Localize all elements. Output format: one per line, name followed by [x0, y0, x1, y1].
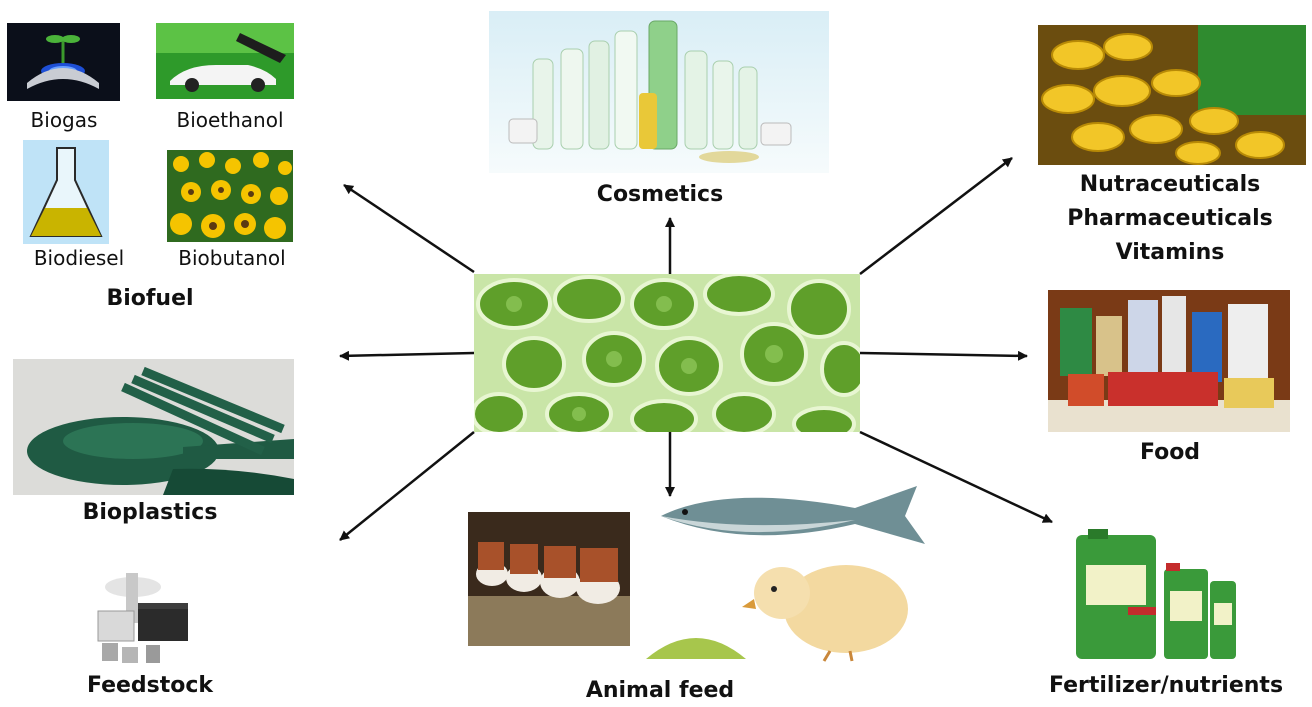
food-products-image: [1048, 290, 1290, 432]
algae-powder-image: [642, 625, 750, 663]
biofuel-title: Biofuel: [80, 286, 220, 312]
feedstock-image: [88, 565, 203, 668]
feedstock-label: Feedstock: [60, 673, 240, 699]
fertilizer-bottles-image: [1068, 525, 1240, 665]
pharmaceuticals-label: Pharmaceuticals: [1040, 206, 1300, 232]
biofuel-item-label: Biogas: [8, 108, 120, 132]
flask-icon: [23, 140, 109, 244]
chick-image: [740, 555, 912, 663]
sunflower-field-icon: [167, 150, 293, 242]
arrow-to-biofuel: [344, 185, 474, 272]
arrow-to-nutraceuticals: [860, 158, 1012, 274]
cosmetics-image: [489, 11, 829, 173]
nutraceuticals-label: Nutraceuticals: [1040, 172, 1300, 198]
food-label: Food: [1090, 440, 1250, 466]
biofuel-item-label: Biobutanol: [152, 246, 312, 270]
nutraceutical-capsules-image: [1038, 25, 1306, 165]
bioplastics-label: Bioplastics: [60, 500, 240, 526]
biofuel-item-label: Biodiesel: [4, 246, 154, 270]
microalgae-image: [474, 274, 860, 432]
cattle-feeding-image: [468, 512, 630, 646]
arrow-to-bioplastics: [340, 353, 474, 356]
vitamins-label: Vitamins: [1040, 240, 1300, 266]
arrow-to-feedstock: [340, 432, 474, 540]
biofuel-item-label: Bioethanol: [150, 108, 310, 132]
arrow-to-food: [860, 353, 1027, 356]
cosmetics-label: Cosmetics: [560, 182, 760, 208]
bioplastic-cutlery-image: [13, 359, 294, 495]
biogas-icon: [7, 23, 120, 101]
fish-image: [655, 480, 938, 552]
fertilizer-label: Fertilizer/nutrients: [1026, 673, 1306, 699]
animal-feed-label: Animal feed: [560, 678, 760, 704]
fuel-nozzle-car-icon: [156, 23, 294, 99]
